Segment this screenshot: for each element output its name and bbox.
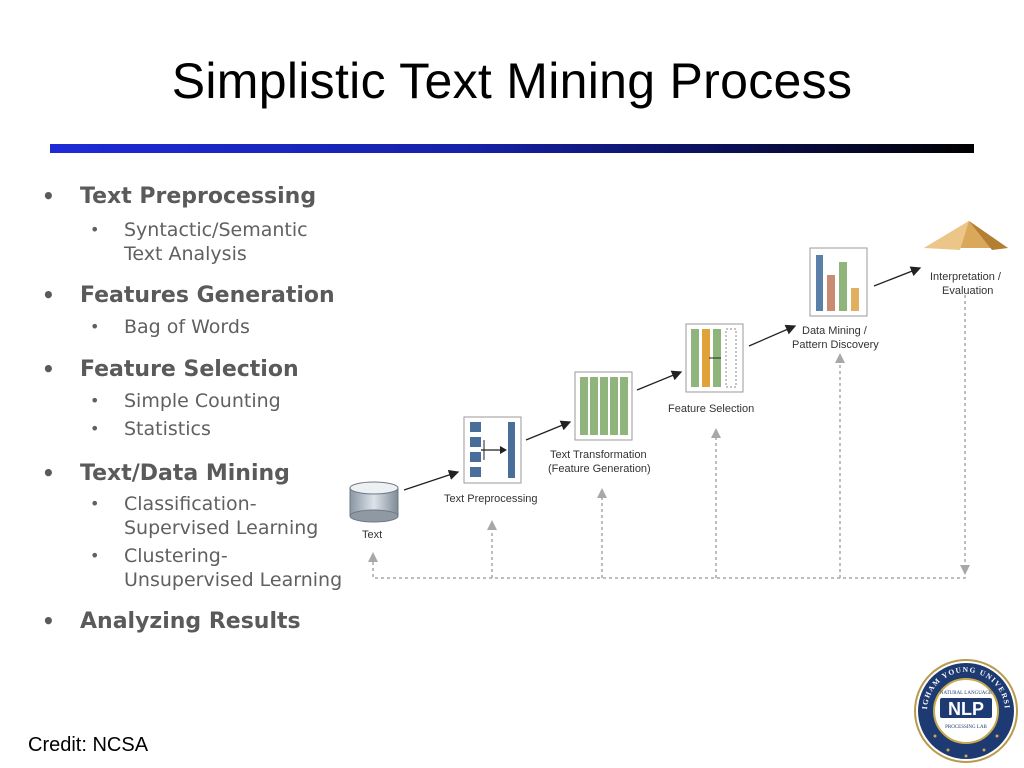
process-diagram: Text Text Preprocessing Text Transformat…: [349, 221, 1008, 579]
text-database-icon: [349, 481, 399, 523]
stage-label-preprocessing: Text Preprocessing: [444, 493, 538, 505]
bullet-label: Feature Selection: [80, 357, 299, 382]
logo-acronym: NLP: [948, 699, 984, 719]
credit-text: Credit: NCSA: [28, 734, 149, 756]
feedback-arrowheads: [368, 353, 970, 575]
stage-label-transformation-sub: (Feature Generation): [548, 463, 651, 475]
sub-bullet-dot-icon: •: [90, 317, 100, 336]
logo-top-text: NATURAL LANGUAGE: [940, 691, 992, 696]
sub-bullet-dot-icon: •: [90, 419, 100, 438]
logo-stars-icon: [933, 734, 999, 758]
sub-bullet-dot-icon: •: [90, 220, 100, 239]
stage-label-text: Text: [362, 529, 382, 541]
sub-bullet-line: Unsupervised Learning: [124, 569, 343, 591]
title-divider: [50, 144, 974, 153]
sub-bullet-line: Bag of Words: [124, 316, 250, 338]
bullet-dot-icon: •: [42, 609, 55, 633]
sub-bullet-line: Classification-: [124, 493, 257, 515]
sub-bullet-dot-icon: •: [90, 391, 100, 410]
sub-bullet-line: Syntactic/Semantic: [124, 219, 308, 241]
preprocessing-icon: [463, 416, 522, 484]
feature-selection-icon: [685, 323, 744, 393]
feature-generation-icon: [574, 371, 633, 441]
flow-arrows: [403, 266, 922, 491]
sub-bullet-line: Supervised Learning: [124, 517, 319, 539]
stage-label-interpretation-sub: Evaluation: [942, 285, 993, 297]
sub-bullet-line: Clustering-: [124, 545, 228, 567]
slide-title: Simplistic Text Mining Process: [171, 53, 853, 109]
stage-label-interpretation: Interpretation /: [930, 271, 1002, 283]
sub-bullet-dot-icon: •: [90, 546, 100, 565]
evaluation-pyramid-icon: [924, 221, 1008, 250]
data-mining-chart-icon: [809, 247, 868, 317]
stage-label-feature-selection: Feature Selection: [668, 403, 754, 415]
sub-bullet-line: Simple Counting: [124, 390, 281, 412]
stage-label-transformation: Text Transformation: [550, 449, 647, 461]
bullet-label: Text Preprocessing: [80, 184, 317, 209]
bullet-dot-icon: •: [42, 184, 55, 208]
bullet-label: Features Generation: [80, 283, 335, 308]
bullet-dot-icon: •: [42, 283, 55, 307]
stage-label-data-mining: Data Mining /: [802, 325, 868, 337]
byu-nlp-logo: BRIGHAM YOUNG UNIVERSITY NATURAL LANGUAG…: [913, 658, 1018, 763]
sub-bullet-line: Statistics: [124, 418, 211, 440]
bullet-dot-icon: •: [42, 461, 55, 485]
bullet-dot-icon: •: [42, 357, 55, 381]
logo-bottom-text: PROCESSING LAB: [945, 725, 987, 730]
bullet-label: Text/Data Mining: [80, 461, 290, 486]
stage-label-data-mining-sub: Pattern Discovery: [792, 339, 879, 351]
sub-bullet-line: Text Analysis: [124, 243, 247, 265]
sub-bullet-dot-icon: •: [90, 494, 100, 513]
bullet-label: Analyzing Results: [80, 609, 301, 634]
feedback-loop: [372, 295, 966, 579]
